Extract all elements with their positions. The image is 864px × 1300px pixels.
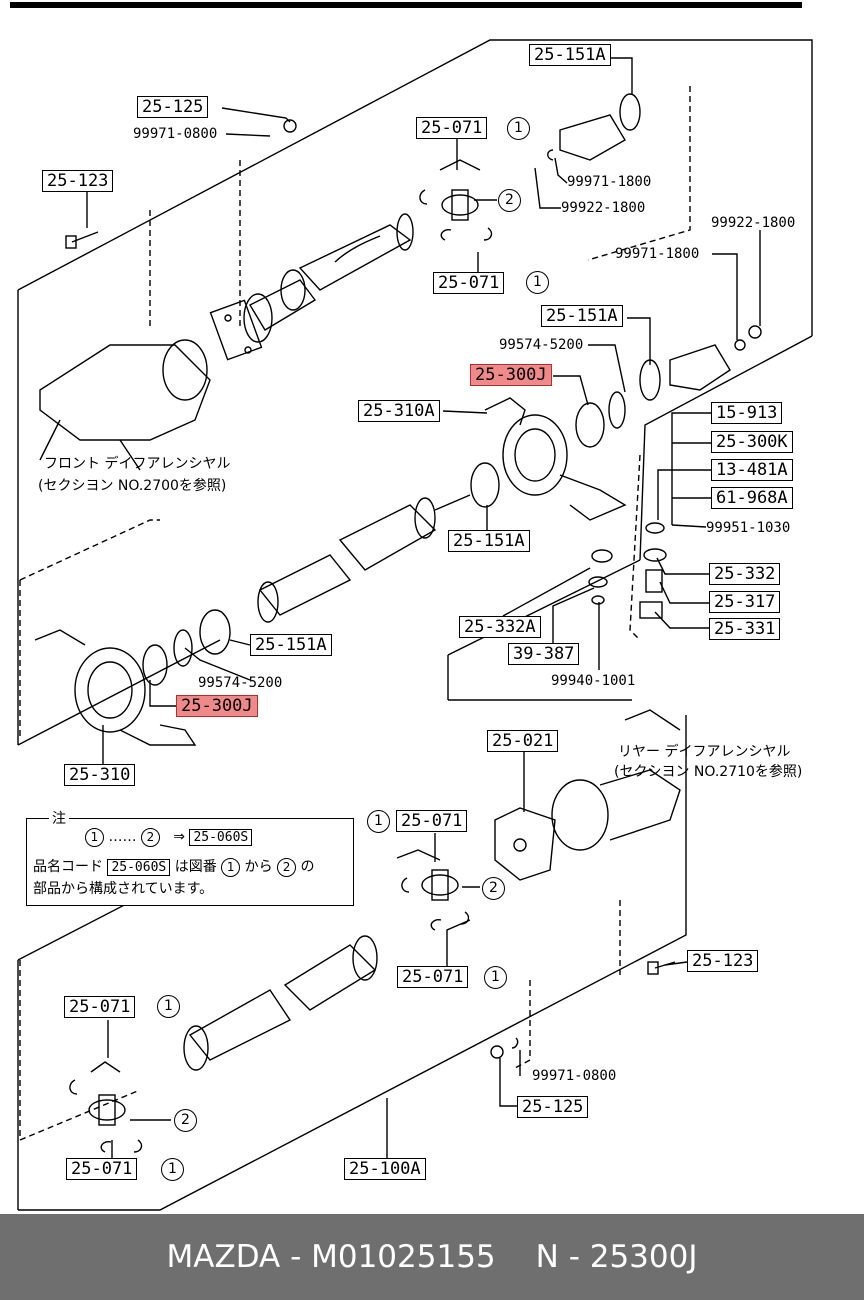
part-label-25-310[interactable]: 25-310: [64, 764, 136, 786]
note-line-1: 1 …… 2 ⇒ 25-060S: [85, 827, 253, 848]
part-label-25-332[interactable]: 25-332: [709, 563, 781, 585]
part-number[interactable]: 99574-5200: [499, 337, 584, 353]
part-label-25-300j-highlighted[interactable]: 25-300J: [176, 695, 258, 717]
part-label-25-021[interactable]: 25-021: [487, 730, 559, 752]
part-label-25-125[interactable]: 25-125: [517, 1096, 589, 1118]
exploded-parts-diagram: 25-151A 25-125 25-123 25-071 25-071 25-1…: [10, 2, 813, 1211]
part-label-25-151a[interactable]: 25-151A: [541, 305, 623, 327]
part-label-25-071[interactable]: 25-071: [64, 996, 136, 1018]
part-number[interactable]: 99922-1800: [711, 215, 796, 231]
footer-bar: MAZDA - M01025155 N - 25300J: [0, 1214, 864, 1300]
callout-circle-1: 1: [507, 117, 530, 140]
rear-diff-reference: (セクシヨン NO.2710を参照): [614, 764, 803, 780]
callout-circle-2: 2: [482, 877, 505, 900]
rear-diff-note: リヤー デイフアレンシヤル: [618, 744, 791, 760]
callout-circle-1: 1: [484, 966, 507, 989]
part-number[interactable]: 99971-0800: [133, 126, 218, 142]
part-label-25-332a[interactable]: 25-332A: [459, 616, 541, 638]
front-diff-reference: (セクシヨン NO.2700を参照): [38, 478, 227, 494]
part-label-25-317[interactable]: 25-317: [709, 591, 781, 613]
note-circle-1: 1: [85, 828, 104, 847]
callout-circle-2: 2: [174, 1109, 197, 1132]
part-label-25-100a[interactable]: 25-100A: [344, 1158, 426, 1180]
part-label-25-151a[interactable]: 25-151A: [448, 530, 530, 552]
note-line2-from: から: [244, 859, 273, 875]
note-line2-post: の: [300, 859, 315, 875]
part-label-25-331[interactable]: 25-331: [709, 618, 781, 640]
part-label-25-071[interactable]: 25-071: [66, 1158, 138, 1180]
diagram-artwork: [10, 2, 813, 1211]
note-line-3: 部品から構成されています。: [33, 881, 214, 897]
part-label-25-123[interactable]: 25-123: [687, 950, 759, 972]
part-label-25-310a[interactable]: 25-310A: [358, 400, 440, 422]
part-number[interactable]: 99940-1001: [551, 673, 636, 689]
part-label-25-151a[interactable]: 25-151A: [250, 634, 332, 656]
note-circle-2: 2: [140, 828, 160, 847]
note-line-2: 品名コード 25-060S は図番 1 から 2 の: [33, 857, 315, 878]
note-arrow: ⇒: [173, 829, 185, 845]
part-label-15-913[interactable]: 15-913: [711, 402, 783, 424]
callout-circle-1: 1: [161, 1158, 184, 1181]
part-label-25-123[interactable]: 25-123: [42, 170, 114, 192]
callout-circle-1: 1: [526, 271, 549, 294]
note-line2-circle-1: 1: [221, 858, 241, 877]
note-ref-label[interactable]: 25-060S: [189, 829, 253, 846]
part-number[interactable]: 99971-0800: [532, 1068, 617, 1084]
note-title: 注: [49, 809, 69, 829]
footer-part-number: N - 25300J: [535, 1239, 698, 1275]
callout-circle-2: 2: [498, 189, 521, 212]
part-label-13-481a[interactable]: 13-481A: [711, 459, 793, 481]
part-label-25-071[interactable]: 25-071: [396, 810, 468, 832]
part-label-25-125[interactable]: 25-125: [137, 96, 209, 118]
legend-note-box: 注 1 …… 2 ⇒ 25-060S 品名コード 25-060S は図番 1 か…: [26, 809, 354, 906]
part-label-39-387[interactable]: 39-387: [508, 643, 580, 665]
part-label-25-300k[interactable]: 25-300K: [711, 431, 793, 453]
part-label-25-071[interactable]: 25-071: [433, 272, 505, 294]
note-line2-mid: は図番: [174, 859, 217, 875]
note-line2-pre: 品名コード: [33, 859, 103, 875]
part-number[interactable]: 99574-5200: [198, 675, 283, 691]
note-line2-ref[interactable]: 25-060S: [107, 859, 171, 876]
callout-circle-1: 1: [367, 810, 390, 833]
front-diff-note: フロント デイフアレンシヤル: [44, 456, 231, 472]
part-number[interactable]: 99922-1800: [561, 200, 646, 216]
part-label-61-968a[interactable]: 61-968A: [711, 487, 793, 509]
part-label-25-071[interactable]: 25-071: [397, 966, 469, 988]
part-label-25-071[interactable]: 25-071: [416, 117, 488, 139]
part-number[interactable]: 99971-1800: [567, 174, 652, 190]
note-line2-circle-2: 2: [277, 858, 297, 877]
part-number[interactable]: 99951-1030: [706, 520, 791, 536]
note-dots: ……: [108, 829, 137, 845]
part-label-25-300j-highlighted[interactable]: 25-300J: [470, 364, 552, 386]
part-label-25-151a[interactable]: 25-151A: [529, 44, 611, 66]
part-number[interactable]: 99971-1800: [615, 246, 700, 262]
footer-brand-code: MAZDA - M01025155: [166, 1239, 496, 1275]
callout-circle-1: 1: [157, 995, 180, 1018]
